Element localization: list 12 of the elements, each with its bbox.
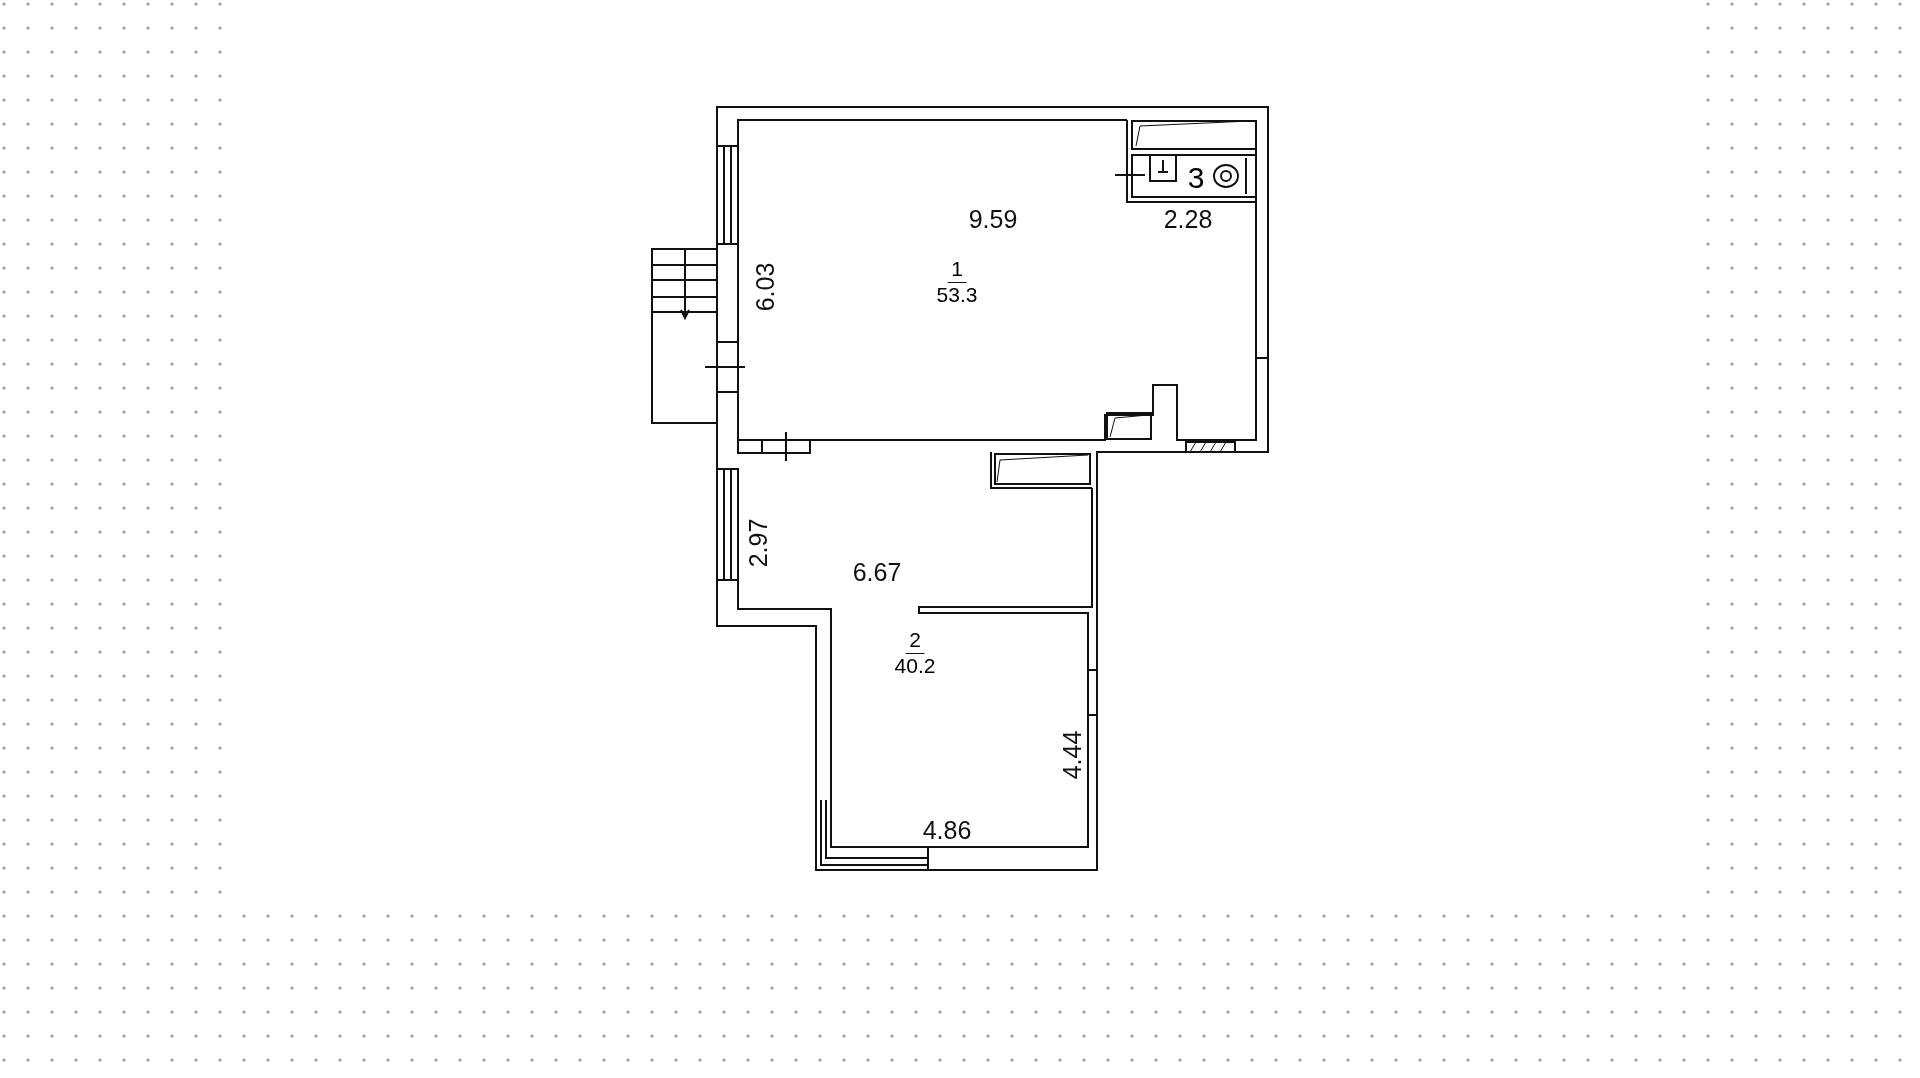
dimension-label: 4.86 (922, 817, 972, 843)
room-number: 1 (947, 257, 967, 283)
dimension-label: 2.97 (745, 518, 771, 568)
room-number: 2 (905, 628, 925, 654)
dimension-label: 6.67 (852, 559, 902, 585)
dimension-label: 2.28 (1163, 206, 1213, 232)
dimension-label: 9.59 (968, 206, 1018, 232)
dimension-label: 6.03 (752, 262, 778, 312)
room-number: 3 (1187, 161, 1205, 195)
dimension-label: 4.44 (1059, 730, 1085, 780)
room-area-value: 53.3 (936, 283, 978, 307)
room-area-value: 40.2 (894, 654, 936, 678)
